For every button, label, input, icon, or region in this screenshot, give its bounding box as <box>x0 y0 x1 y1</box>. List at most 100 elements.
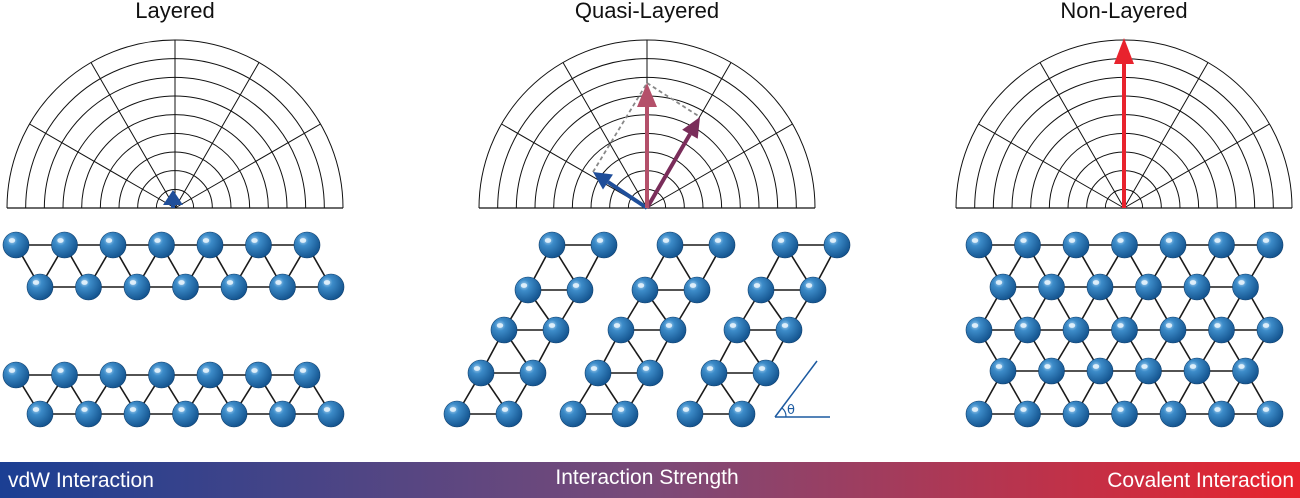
polar-spoke <box>562 62 648 209</box>
atoms <box>443 231 851 428</box>
bar-label-covalent: Covalent Interaction <box>1107 469 1294 492</box>
arrow-non-layered <box>1114 38 1134 208</box>
atom <box>2 361 30 389</box>
atom <box>1256 231 1284 259</box>
bar-label-strength: Interaction Strength <box>555 466 738 489</box>
atom <box>1111 231 1138 259</box>
atoms <box>965 231 1284 428</box>
polar-spoke <box>90 62 176 209</box>
atom <box>611 400 639 428</box>
atom <box>245 361 272 389</box>
atom <box>1159 316 1187 344</box>
arrow-layered <box>163 190 183 208</box>
atom <box>1159 231 1187 259</box>
atom <box>676 400 704 428</box>
atom <box>1208 231 1235 259</box>
atom <box>1208 400 1235 428</box>
atom <box>708 231 736 259</box>
atom <box>317 400 345 428</box>
panel-title-non-layered: Non-Layered <box>1060 0 1187 23</box>
atom <box>542 316 570 344</box>
arrow-quasi-pink <box>637 83 657 208</box>
lattice-layered <box>2 231 345 428</box>
atom <box>1111 316 1138 344</box>
atom <box>148 361 175 389</box>
atom <box>75 400 102 428</box>
interaction-arrows <box>163 38 1134 210</box>
atom <box>269 273 296 301</box>
atom <box>1062 231 1090 259</box>
atom <box>269 400 296 428</box>
atom <box>172 273 199 301</box>
atom <box>245 231 272 259</box>
polar-spoke <box>1123 123 1270 209</box>
atom <box>683 276 711 304</box>
polar-grid-layered <box>6 39 344 209</box>
atom <box>656 231 684 259</box>
atom <box>196 361 224 389</box>
atom <box>1111 400 1138 428</box>
atom <box>1062 400 1090 428</box>
atom <box>1159 400 1187 428</box>
interaction-strength-bar <box>0 462 1300 498</box>
atom <box>172 400 199 428</box>
atom <box>584 359 612 387</box>
atom <box>823 231 851 259</box>
atom <box>26 273 54 301</box>
atom <box>123 400 151 428</box>
atom <box>965 231 993 259</box>
bonds <box>15 244 332 415</box>
atom <box>495 400 523 428</box>
atom <box>1086 273 1114 301</box>
polar-spoke <box>174 62 260 209</box>
atom <box>1038 357 1065 385</box>
atom <box>799 276 827 304</box>
atom <box>1135 273 1162 301</box>
atom <box>1232 273 1259 301</box>
polar-spoke <box>1123 62 1209 209</box>
atom <box>293 231 321 259</box>
atom <box>293 361 321 389</box>
atom <box>123 273 151 301</box>
atom <box>723 316 751 344</box>
atom <box>700 359 728 387</box>
arrow-quasi-purple <box>645 117 700 210</box>
atom <box>148 231 175 259</box>
atom <box>659 316 687 344</box>
atom <box>99 231 127 259</box>
atom <box>771 231 799 259</box>
arrow-quasi-blue <box>593 172 649 210</box>
atom <box>1086 357 1114 385</box>
atom <box>1256 400 1284 428</box>
atom <box>747 276 775 304</box>
vector-sum-guides <box>592 82 701 173</box>
atom <box>636 359 664 387</box>
atom <box>607 316 635 344</box>
atom <box>775 316 803 344</box>
polar-spoke <box>1039 62 1125 209</box>
polar-spoke <box>29 123 176 209</box>
atom <box>538 231 566 259</box>
atom <box>443 400 471 428</box>
atom <box>965 316 993 344</box>
atom <box>317 273 345 301</box>
bar-label-vdw: vdW Interaction <box>8 469 154 492</box>
atom <box>490 316 518 344</box>
atom <box>75 273 102 301</box>
atom <box>2 231 30 259</box>
atom <box>989 357 1017 385</box>
atom <box>514 276 542 304</box>
atom <box>1208 316 1235 344</box>
atom <box>965 400 993 428</box>
angle-indicator: θ <box>774 360 830 418</box>
atom <box>1014 231 1041 259</box>
atom <box>631 276 659 304</box>
atom <box>467 359 495 387</box>
lattice-non-layered <box>965 231 1284 428</box>
atom <box>1062 316 1090 344</box>
atom <box>590 231 618 259</box>
atom <box>220 273 248 301</box>
atom <box>728 400 756 428</box>
panel-title-layered: Layered <box>135 0 215 23</box>
atom <box>519 359 547 387</box>
